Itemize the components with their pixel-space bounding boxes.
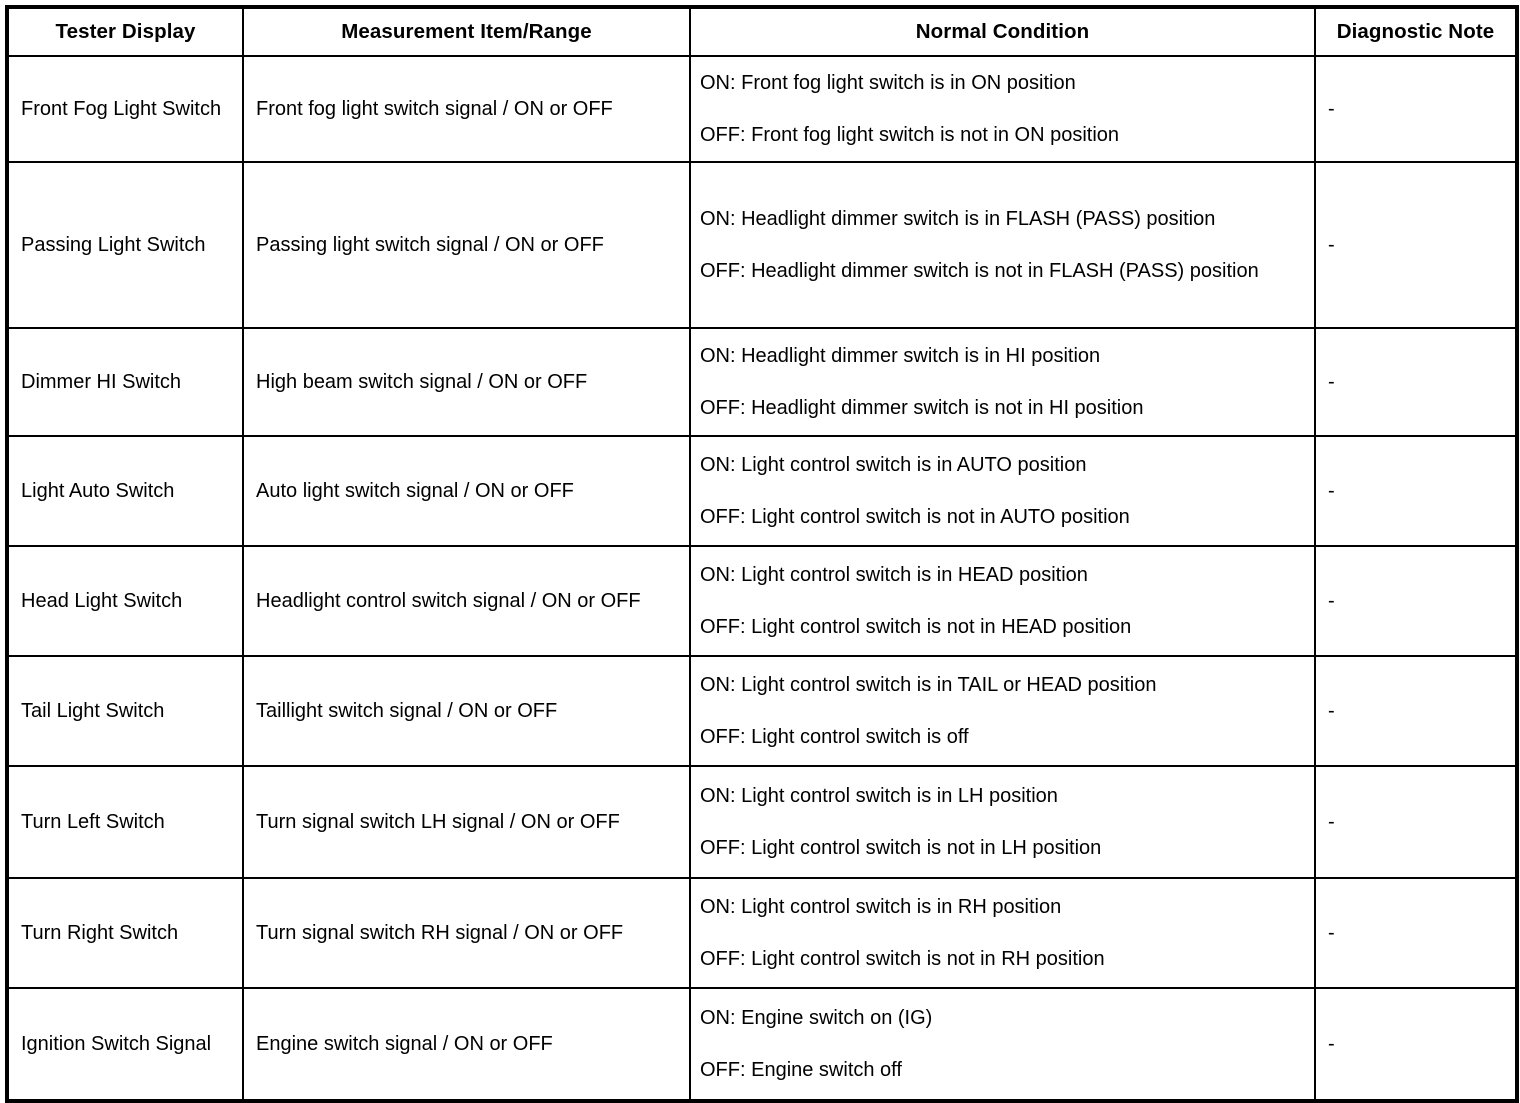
condition-off-text: OFF: Headlight dimmer switch is not in F… (700, 260, 1259, 282)
condition-off-text: OFF: Light control switch is not in HEAD… (700, 616, 1132, 638)
condition-on-text: ON: Light control switch is in HEAD posi… (700, 564, 1088, 586)
condition-on-text: ON: Front fog light switch is in ON posi… (700, 72, 1076, 94)
cell-tester-display: Ignition Switch Signal (6, 987, 244, 1102)
cell-measurement-item: Headlight control switch signal / ON or … (242, 545, 691, 657)
cell-tester-display: Light Auto Switch (6, 435, 244, 547)
cell-normal-condition: ON: Light control switch is in RH positi… (689, 877, 1316, 989)
cell-diagnostic-note: - (1314, 161, 1518, 329)
header-row: Tester Display Measurement Item/Range No… (6, 6, 1518, 57)
cell-measurement-item: Taillight switch signal / ON or OFF (242, 655, 691, 767)
table-body: Front Fog Light Switch Front fog light s… (6, 55, 1518, 1102)
column-header-normal-condition: Normal Condition (689, 6, 1316, 57)
cell-normal-condition: ON: Headlight dimmer switch is in FLASH … (689, 161, 1316, 329)
table-row: Front Fog Light Switch Front fog light s… (6, 55, 1518, 163)
condition-on-text: ON: Light control switch is in TAIL or H… (700, 674, 1157, 696)
table-row: Turn Left Switch Turn signal switch LH s… (6, 765, 1518, 879)
table-row: Ignition Switch Signal Engine switch sig… (6, 987, 1518, 1102)
table-row: Tail Light Switch Taillight switch signa… (6, 655, 1518, 767)
cell-normal-condition: ON: Light control switch is in HEAD posi… (689, 545, 1316, 657)
cell-normal-condition: ON: Light control switch is in LH positi… (689, 765, 1316, 879)
cell-diagnostic-note: - (1314, 765, 1518, 879)
condition-off-text: OFF: Headlight dimmer switch is not in H… (700, 397, 1144, 419)
table-row: Passing Light Switch Passing light switc… (6, 161, 1518, 329)
column-header-tester-display: Tester Display (6, 6, 244, 57)
cell-measurement-item: Turn signal switch LH signal / ON or OFF (242, 765, 691, 879)
column-header-measurement-item-range: Measurement Item/Range (242, 6, 691, 57)
cell-measurement-item: Engine switch signal / ON or OFF (242, 987, 691, 1102)
condition-on-text: ON: Light control switch is in RH positi… (700, 896, 1062, 918)
condition-on-text: ON: Light control switch is in LH positi… (700, 785, 1058, 807)
condition-off-text: OFF: Light control switch is not in AUTO… (700, 506, 1130, 528)
condition-off-text: OFF: Front fog light switch is not in ON… (700, 124, 1120, 146)
condition-on-text: ON: Light control switch is in AUTO posi… (700, 454, 1087, 476)
table-row: Turn Right Switch Turn signal switch RH … (6, 877, 1518, 989)
cell-normal-condition: ON: Front fog light switch is in ON posi… (689, 55, 1316, 163)
cell-tester-display: Turn Left Switch (6, 765, 244, 879)
cell-normal-condition: ON: Light control switch is in AUTO posi… (689, 435, 1316, 547)
condition-off-text: OFF: Light control switch is not in RH p… (700, 948, 1105, 970)
condition-off-text: OFF: Light control switch is off (700, 726, 969, 748)
column-header-diagnostic-note: Diagnostic Note (1314, 6, 1518, 57)
cell-tester-display: Turn Right Switch (6, 877, 244, 989)
table-row: Light Auto Switch Auto light switch sign… (6, 435, 1518, 547)
table-header: Tester Display Measurement Item/Range No… (6, 6, 1518, 57)
cell-diagnostic-note: - (1314, 987, 1518, 1102)
condition-off-text: OFF: Light control switch is not in LH p… (700, 837, 1102, 859)
table-row: Dimmer HI Switch High beam switch signal… (6, 327, 1518, 437)
cell-normal-condition: ON: Light control switch is in TAIL or H… (689, 655, 1316, 767)
cell-measurement-item: Auto light switch signal / ON or OFF (242, 435, 691, 547)
condition-on-text: ON: Headlight dimmer switch is in FLASH … (700, 208, 1216, 230)
cell-measurement-item: Front fog light switch signal / ON or OF… (242, 55, 691, 163)
cell-tester-display: Dimmer HI Switch (6, 327, 244, 437)
document-page: Tester Display Measurement Item/Range No… (5, 5, 1519, 1103)
cell-measurement-item: Passing light switch signal / ON or OFF (242, 161, 691, 329)
cell-tester-display: Front Fog Light Switch (6, 55, 244, 163)
cell-diagnostic-note: - (1314, 655, 1518, 767)
condition-on-text: ON: Headlight dimmer switch is in HI pos… (700, 345, 1101, 367)
cell-normal-condition: ON: Engine switch on (IG) OFF: Engine sw… (689, 987, 1316, 1102)
table-row: Head Light Switch Headlight control swit… (6, 545, 1518, 657)
cell-diagnostic-note: - (1314, 55, 1518, 163)
cell-measurement-item: High beam switch signal / ON or OFF (242, 327, 691, 437)
cell-diagnostic-note: - (1314, 877, 1518, 989)
cell-tester-display: Head Light Switch (6, 545, 244, 657)
cell-tester-display: Passing Light Switch (6, 161, 244, 329)
condition-off-text: OFF: Engine switch off (700, 1059, 902, 1081)
cell-diagnostic-note: - (1314, 435, 1518, 547)
tester-display-spec-table: Tester Display Measurement Item/Range No… (5, 5, 1519, 1103)
cell-normal-condition: ON: Headlight dimmer switch is in HI pos… (689, 327, 1316, 437)
cell-diagnostic-note: - (1314, 545, 1518, 657)
cell-diagnostic-note: - (1314, 327, 1518, 437)
cell-tester-display: Tail Light Switch (6, 655, 244, 767)
cell-measurement-item: Turn signal switch RH signal / ON or OFF (242, 877, 691, 989)
condition-on-text: ON: Engine switch on (IG) (700, 1007, 933, 1029)
